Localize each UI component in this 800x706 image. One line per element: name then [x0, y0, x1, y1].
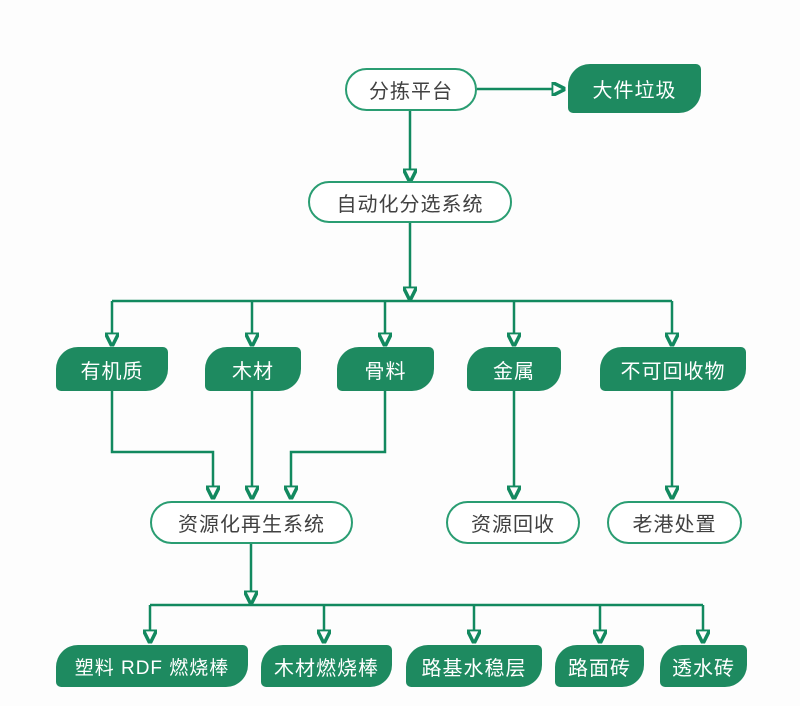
node-permeable-brick: 透水砖 — [660, 645, 747, 687]
node-laogang-disposal: 老港处置 — [607, 501, 742, 544]
node-sorting-platform: 分拣平台 — [345, 68, 477, 111]
edge-aggregate-to-regen — [291, 391, 387, 487]
node-plastic-rdf-burning-rod: 塑料 RDF 燃烧棒 — [56, 645, 248, 687]
node-organic-matter: 有机质 — [56, 347, 168, 391]
node-non-recyclable: 不可回收物 — [600, 347, 746, 391]
node-auto-sorting-system: 自动化分选系统 — [308, 181, 512, 223]
node-resource-regeneration-system: 资源化再生系统 — [150, 501, 353, 544]
node-roadbed-water-stable-layer: 路基水稳层 — [406, 645, 542, 687]
node-bulky-waste: 大件垃圾 — [568, 64, 701, 113]
node-metal: 金属 — [467, 347, 561, 391]
edge-organic-to-regen — [110, 391, 213, 487]
node-aggregate: 骨料 — [337, 347, 434, 391]
node-pavement-brick: 路面砖 — [555, 645, 644, 687]
node-resource-recovery: 资源回收 — [446, 501, 580, 544]
node-wood-burning-rod: 木材燃烧棒 — [261, 645, 392, 687]
node-wood: 木材 — [205, 347, 301, 391]
